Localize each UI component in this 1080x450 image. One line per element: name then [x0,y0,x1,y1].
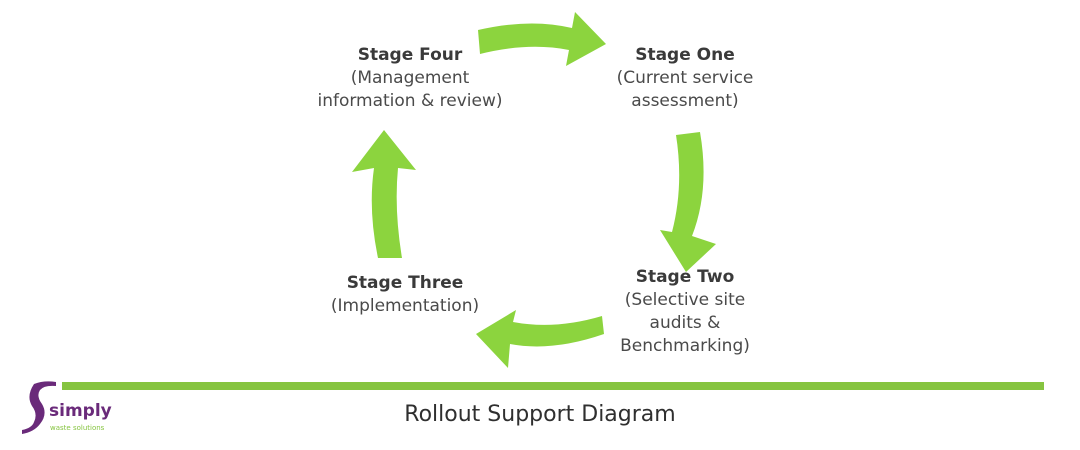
stage-one-label: Stage One (Current service assessment) [575,44,795,113]
stage-four-desc-line-2: information & review) [317,91,503,111]
stage-three-desc-line-1: (Implementation) [330,296,480,316]
cycle-arrows [352,12,716,368]
arrow-four-to-one [478,12,606,66]
stage-two-desc-line-2: audits & [649,313,721,333]
simply-swoosh-logo-icon [22,381,56,434]
stage-two-name: Stage Two [635,267,735,287]
stage-two-label: Stage Two (Selective site audits & Bench… [580,266,790,358]
arrow-two-to-three [476,310,604,368]
stage-three-label: Stage Three (Implementation) [305,272,505,318]
stage-four-desc-line-1: (Management [350,68,470,88]
diagram-caption: Rollout Support Diagram [404,402,676,427]
logo-wordmark: simply [49,401,112,421]
stage-three-name: Stage Three [346,273,464,293]
stage-two-desc-line-3: Benchmarking) [620,336,750,356]
stage-four-label: Stage Four (Management information & rev… [300,44,520,113]
arrow-three-to-four [352,130,416,258]
stage-four-name: Stage Four [357,45,463,65]
stage-one-desc-line-1: (Current service [616,68,754,88]
stage-one-name: Stage One [635,45,735,65]
logo-tagline: waste solutions [50,424,105,432]
stage-two-desc-line-1: (Selective site [624,290,746,310]
footer-rule [62,382,1044,390]
arrow-one-to-two [660,132,716,272]
stage-one-desc-line-2: assessment) [631,91,739,111]
